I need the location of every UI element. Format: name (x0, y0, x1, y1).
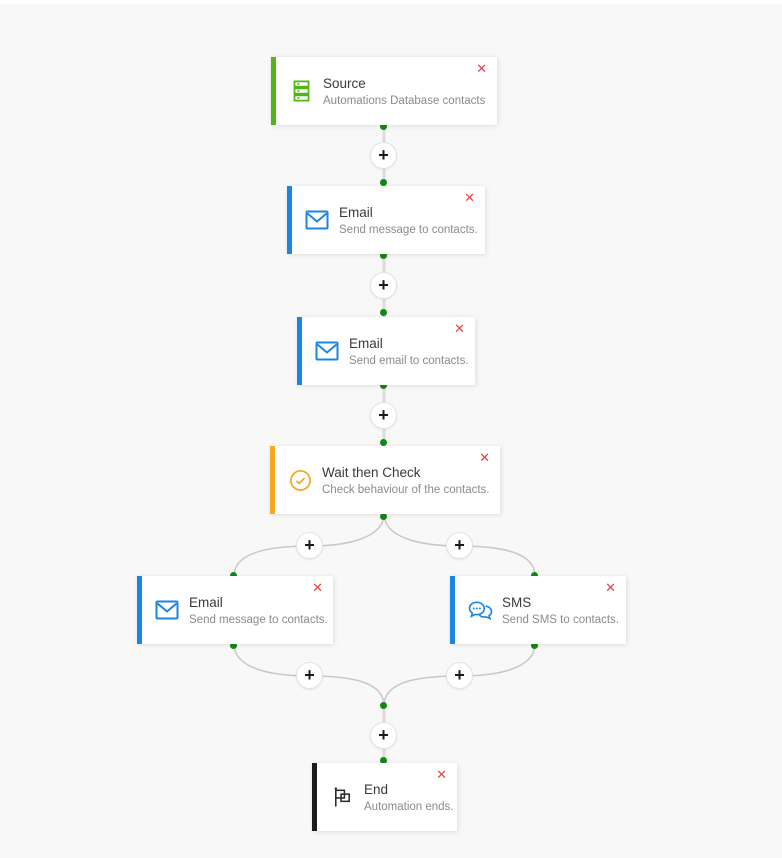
add-step-button[interactable]: + (296, 662, 323, 689)
node-card-email-2[interactable]: Email Send email to contacts. ✕ (297, 317, 475, 385)
add-step-button[interactable]: + (370, 272, 397, 299)
plus-icon: + (378, 274, 389, 295)
node-card-source[interactable]: Source Automations Database contacts ✕ (271, 57, 497, 125)
remove-node-button[interactable]: ✕ (454, 321, 465, 336)
add-step-button[interactable]: + (446, 532, 473, 559)
connector-dot (380, 309, 387, 316)
add-step-button[interactable]: + (370, 722, 397, 749)
node-title: Email (339, 204, 373, 220)
node-title: Source (323, 75, 366, 91)
node-title: Wait then Check (322, 464, 421, 480)
node-subtitle: Send email to contacts. (349, 354, 469, 367)
remove-node-button[interactable]: ✕ (605, 580, 616, 595)
remove-node-button[interactable]: ✕ (464, 190, 475, 205)
connector-dot (230, 642, 237, 649)
node-text: Source Automations Database contacts (323, 76, 489, 107)
node-card-email-1[interactable]: Email Send message to contacts. ✕ (287, 186, 485, 254)
node-text: Email Send message to contacts. (189, 595, 332, 626)
add-step-button[interactable]: + (296, 532, 323, 559)
node-title: SMS (502, 594, 532, 610)
remove-node-button[interactable]: ✕ (476, 61, 487, 76)
node-title: Email (189, 594, 223, 610)
node-title: Email (349, 335, 383, 351)
node-subtitle: Check behaviour of the contacts. (322, 483, 490, 496)
email-icon (154, 600, 180, 620)
remove-node-button[interactable]: ✕ (479, 450, 490, 465)
node-subtitle: Send message to contacts. (189, 613, 328, 626)
add-step-button[interactable]: + (446, 662, 473, 689)
email-icon (304, 210, 330, 230)
add-step-button[interactable]: + (370, 142, 397, 169)
connector-dot (380, 252, 387, 259)
connector-dot (380, 179, 387, 186)
node-subtitle: Send SMS to contacts. (502, 613, 619, 626)
node-text: Email Send email to contacts. (349, 336, 473, 367)
connector-dot (531, 642, 538, 649)
plus-icon: + (304, 664, 315, 685)
connector-dot (531, 572, 538, 579)
node-subtitle: Automations Database contacts (323, 94, 486, 107)
connector-dot (380, 702, 387, 709)
node-text: End Automation ends. (364, 782, 458, 813)
connector-dot (380, 513, 387, 520)
remove-node-button[interactable]: ✕ (312, 580, 323, 595)
node-subtitle: Send message to contacts. (339, 223, 478, 236)
plus-icon: + (378, 144, 389, 165)
plus-icon: + (454, 534, 465, 555)
node-text: SMS Send SMS to contacts. (502, 595, 623, 626)
node-card-email-branch[interactable]: Email Send message to contacts. ✕ (137, 576, 333, 644)
connector-dot (230, 572, 237, 579)
email-icon (314, 341, 340, 361)
add-step-button[interactable]: + (370, 402, 397, 429)
node-text: Email Send message to contacts. (339, 205, 482, 236)
node-text: Wait then Check Check behaviour of the c… (322, 465, 494, 496)
sms-icon (467, 599, 493, 622)
connector-dot (380, 382, 387, 389)
remove-node-button[interactable]: ✕ (436, 767, 447, 782)
node-card-sms[interactable]: SMS Send SMS to contacts. ✕ (450, 576, 626, 644)
top-edge (0, 0, 782, 4)
connector-dot (380, 757, 387, 764)
node-subtitle: Automation ends. (364, 800, 454, 813)
plus-icon: + (378, 404, 389, 425)
plus-icon: + (304, 534, 315, 555)
flag-icon (329, 786, 355, 809)
plus-icon: + (454, 664, 465, 685)
connector-dot (380, 123, 387, 130)
database-icon (288, 79, 314, 103)
node-card-wait-then-check[interactable]: Wait then Check Check behaviour of the c… (270, 446, 500, 514)
plus-icon: + (378, 724, 389, 745)
node-title: End (364, 781, 389, 797)
connector-dot (380, 439, 387, 446)
node-card-end[interactable]: End Automation ends. ✕ (312, 763, 457, 831)
check-circle-icon (287, 469, 313, 492)
